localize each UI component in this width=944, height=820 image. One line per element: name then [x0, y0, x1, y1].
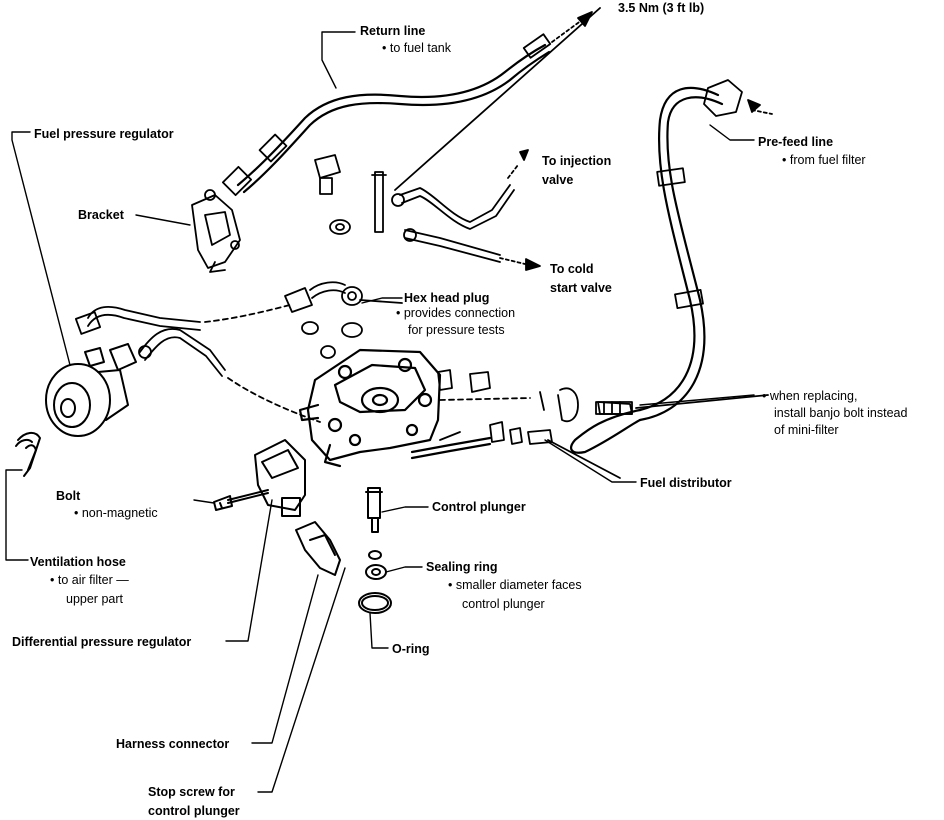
label-banjo-note-2: install banjo bolt instead: [774, 406, 908, 420]
label-ventilation-hose-note-1: to air filter —: [40, 572, 129, 588]
distributor-side-fittings: [437, 369, 769, 479]
label-banjo-note-1: when replacing,: [752, 388, 858, 404]
label-sealing-ring-note-2: control plunger: [462, 597, 545, 611]
label-control-plunger: Control plunger: [432, 500, 526, 514]
label-stop-screw-1: Stop screw for: [148, 785, 235, 799]
bracket: [191, 189, 241, 273]
distributor-top-fittings: [284, 281, 403, 359]
pre-feed-line-fittings: [597, 79, 773, 415]
cold-start-valve-line: [403, 228, 541, 271]
label-to-cold-start-valve-2: start valve: [550, 281, 612, 295]
label-harness-connector: Harness connector: [116, 737, 230, 751]
label-bolt-note: non-magnetic: [64, 505, 158, 521]
label-ventilation-hose: Ventilation hose: [30, 555, 126, 569]
label-sealing-ring-note-1: smaller diameter faces: [438, 577, 582, 593]
injection-valve-line: [391, 7, 601, 230]
label-o-ring: O-ring: [392, 642, 430, 656]
harness-connector: [295, 521, 341, 576]
label-torque: 3.5 Nm (3 ft lb): [618, 1, 705, 15]
label-pre-feed-line-note: from fuel filter: [772, 152, 866, 168]
fuel-pressure-regulator: [45, 343, 137, 437]
ventilation-hose: [15, 432, 41, 477]
label-bolt: Bolt: [56, 489, 81, 503]
label-sealing-ring: Sealing ring: [426, 560, 498, 574]
label-pre-feed-line: Pre-feed line: [758, 135, 834, 149]
label-hex-head-plug-note-2: for pressure tests: [408, 323, 505, 337]
label-differential-pressure-regulator: Differential pressure regulator: [12, 635, 192, 649]
leader-lines: [5, 31, 755, 793]
label-to-injection-valve-2: valve: [542, 173, 574, 187]
control-plunger: [365, 487, 383, 533]
label-ventilation-hose-note-2: upper part: [66, 592, 123, 606]
return-line: [236, 43, 551, 194]
label-fuel-distributor: Fuel distributor: [640, 476, 732, 490]
pre-feed-line: [570, 86, 724, 454]
regulator-lines: [74, 304, 321, 423]
label-banjo-note-3: of mini-filter: [774, 423, 839, 437]
fuel-distributor: [298, 348, 492, 468]
label-bracket: Bracket: [78, 208, 124, 222]
label-hex-head-plug: Hex head plug: [404, 291, 490, 305]
label-to-cold-start-valve-1: To cold: [550, 262, 594, 276]
banjo-bolt-top: [314, 154, 387, 235]
label-to-injection-valve-1: To injection: [542, 154, 612, 168]
differential-pressure-regulator: [213, 439, 306, 517]
label-hex-head-plug-note-1: provides connection: [386, 305, 515, 321]
label-return-line-note: to fuel tank: [372, 40, 451, 56]
sealing-rings: [358, 550, 392, 614]
return-line-fittings: [221, 11, 593, 197]
label-stop-screw-2: control plunger: [148, 804, 240, 818]
label-fuel-pressure-regulator: Fuel pressure regulator: [34, 127, 174, 141]
label-return-line: Return line: [360, 24, 426, 38]
